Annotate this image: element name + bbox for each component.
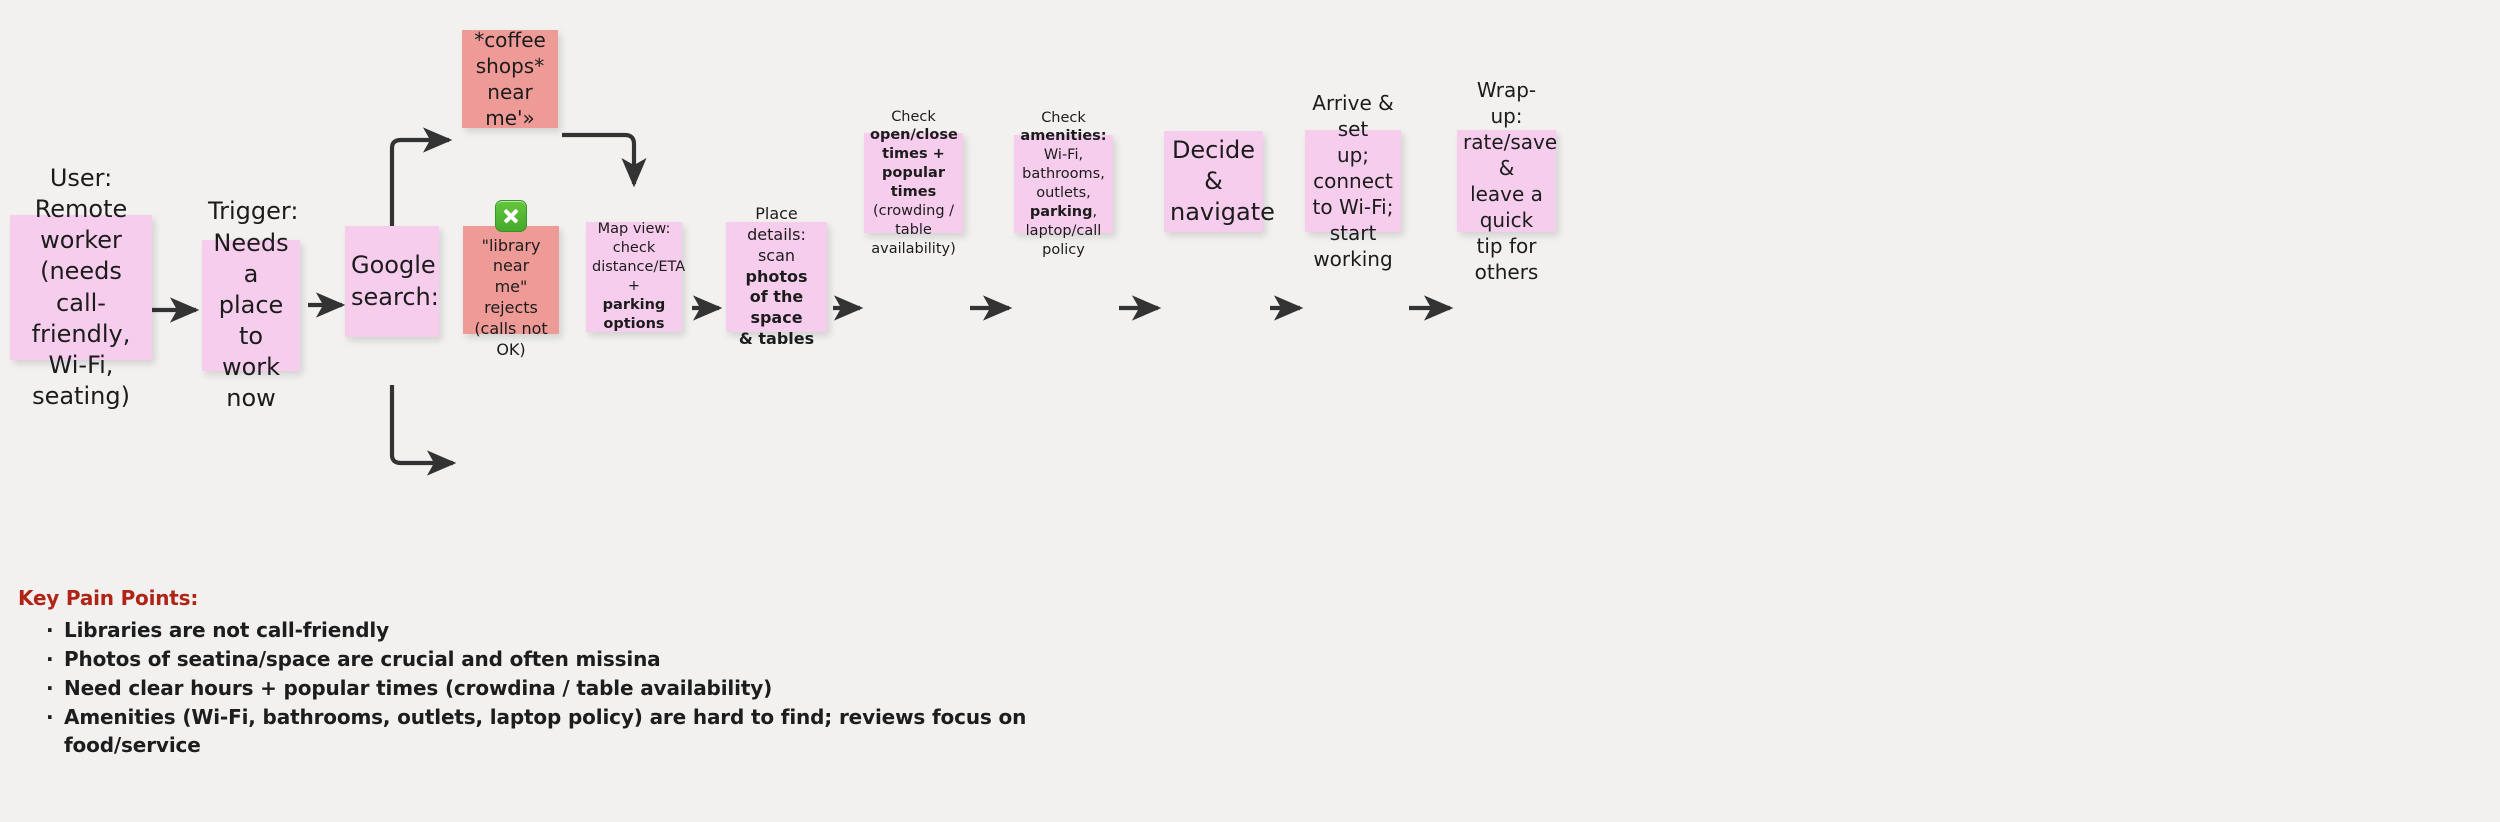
user-line-4: friendly, Wi-Fi, — [31, 319, 131, 379]
trigger-line-2: Needs a — [213, 228, 289, 288]
decide-navigate-note[interactable]: Decide & navigate — [1164, 131, 1275, 232]
user-line-2: Remote worker — [34, 194, 128, 255]
bullet-glyph: · — [46, 618, 54, 642]
wrapup-line-1: Wrap-up: — [1476, 78, 1537, 128]
arrive-setup-note[interactable]: Arrive & set up; connect to Wi-Fi; start… — [1305, 91, 1401, 271]
library-line-4: (calls not OK) — [474, 318, 548, 359]
coffee-shops-query-note[interactable]: *coffee shops* near me'» — [462, 28, 558, 130]
arrive-line-1: Arrive & set — [1312, 91, 1394, 141]
library-rejected-note[interactable]: "library near me" rejects (calls not OK) — [463, 199, 559, 359]
arrow-google-to-coffee — [389, 127, 453, 230]
pain-points-list: · Libraries are not call-friendly · Phot… — [18, 616, 1138, 759]
pain-point-item: · Photos of seatina/space are crucial an… — [18, 645, 1138, 673]
pain-point-item: · Amenities (Wi-Fi, bathrooms, outlets, … — [18, 703, 1138, 759]
user-line-1: User: — [49, 163, 113, 192]
coffee-line-2: shops* near — [475, 54, 545, 104]
bullet-glyph: · — [46, 676, 54, 700]
decide-line-1: Decide — [1171, 135, 1256, 164]
trigger-line-4: work now — [221, 353, 281, 413]
arrow-coffee-to-mapview — [562, 132, 647, 188]
trigger-line-3: place to — [218, 290, 284, 351]
arrow-google-to-library — [389, 385, 457, 476]
trigger-note[interactable]: Trigger: Needs a place to work now — [202, 197, 300, 412]
green-x-icon — [495, 199, 527, 232]
trigger-line-1: Trigger: — [208, 197, 299, 226]
user-persona-note[interactable]: User: Remote worker (needs call- friendl… — [10, 164, 152, 410]
user-line-3: (needs call- — [40, 257, 122, 317]
wrapup-line-3: leave a quick — [1470, 182, 1543, 232]
pain-point-text: Libraries are not call-friendly — [64, 618, 389, 642]
google-search-note[interactable]: Google search: — [345, 226, 439, 337]
google-line-1: Google — [351, 251, 436, 280]
amenities-note[interactable]: Check amenities:Wi-Fi, bathrooms,outlets… — [1014, 110, 1113, 258]
pain-point-text: Photos of seatina/space are crucial and … — [64, 647, 661, 671]
arrive-line-2: up; connect — [1313, 143, 1393, 193]
wrapup-line-2: rate/save & — [1463, 130, 1558, 180]
arrive-line-4: working — [1313, 247, 1393, 271]
bullet-glyph: · — [46, 705, 54, 729]
decide-line-2: & — [1204, 166, 1223, 195]
bullet-glyph: · — [46, 647, 54, 671]
pain-point-text: Amenities (Wi-Fi, bathrooms, outlets, la… — [64, 705, 1027, 757]
library-line-3: rejects — [484, 298, 538, 317]
amenities-text: Check amenities:Wi-Fi, bathrooms,outlets… — [1020, 109, 1107, 258]
wrap-up-note[interactable]: Wrap-up: rate/save & leave a quick tip f… — [1457, 78, 1558, 284]
decide-line-3: navigate — [1170, 198, 1275, 227]
pain-points-heading: Key Pain Points: — [18, 586, 199, 610]
google-line-2: search: — [351, 282, 439, 311]
pain-point-item: · Need clear hours + popular times (crow… — [18, 674, 1138, 702]
library-line-2: me" — [494, 277, 528, 297]
pain-point-item: · Libraries are not call-friendly — [18, 616, 1138, 644]
user-line-5: seating) — [32, 382, 130, 411]
coffee-line-3: me'» — [485, 106, 535, 130]
wrapup-line-4: tip for others — [1474, 234, 1539, 284]
pain-point-text: Need clear hours + popular times (crowdi… — [64, 676, 773, 700]
coffee-line-1: *coffee — [474, 28, 546, 52]
key-pain-points-block: Key Pain Points: · Libraries are not cal… — [18, 586, 1138, 760]
library-line-1: "library near — [481, 235, 541, 276]
arrive-line-3: to Wi-Fi; start — [1312, 195, 1394, 245]
